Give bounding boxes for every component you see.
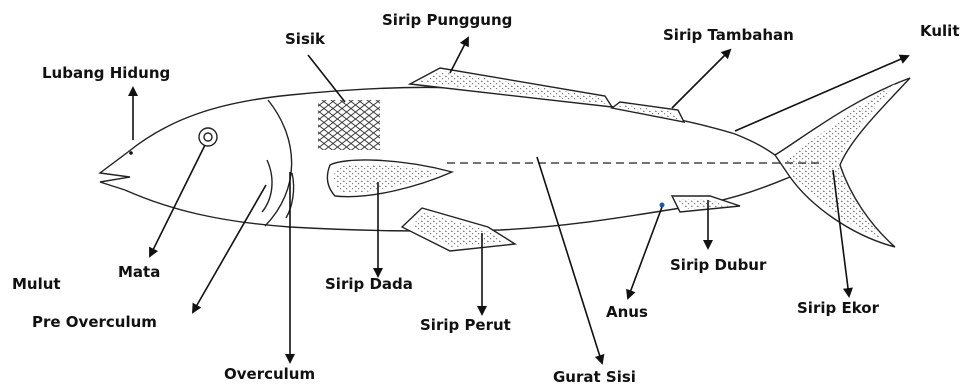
label-sirip-punggung: Sirip Punggung xyxy=(382,11,512,29)
eye xyxy=(199,128,217,146)
label-mulut: Mulut xyxy=(12,275,61,293)
label-sirip-tambahan: Sirip Tambahan xyxy=(663,26,794,44)
arrow-sirip-tambahan xyxy=(672,50,730,108)
label-mata: Mata xyxy=(118,263,160,281)
nostril xyxy=(129,151,133,155)
arrow-sisik xyxy=(308,55,345,102)
arrow-mata xyxy=(150,145,205,256)
label-lubang-hidung: Lubang Hidung xyxy=(42,64,170,82)
label-sirip-perut: Sirip Perut xyxy=(420,316,511,334)
label-kulit: Kulit xyxy=(920,22,960,40)
pre-operculum-line xyxy=(262,160,272,212)
arrow-sirip-punggung xyxy=(450,38,468,73)
mouth-outline xyxy=(100,152,130,190)
label-overculum: Overculum xyxy=(224,365,315,383)
anus-dot xyxy=(660,203,665,208)
arrow-anus xyxy=(628,207,662,298)
scales-patch xyxy=(318,100,380,150)
label-sisik: Sisik xyxy=(285,30,326,48)
label-sirip-dubur: Sirip Dubur xyxy=(670,256,767,274)
arrow-pre-overculum xyxy=(193,185,266,312)
label-sirip-dada: Sirip Dada xyxy=(325,275,413,293)
label-anus: Anus xyxy=(606,303,648,321)
label-sirip-ekor: Sirip Ekor xyxy=(797,299,880,317)
fish-body xyxy=(100,68,910,251)
label-pre-overculum: Pre Overculum xyxy=(32,313,157,331)
label-gurat-sisi: Gurat Sisi xyxy=(553,368,636,386)
arrow-gurat-sisi xyxy=(537,157,602,363)
